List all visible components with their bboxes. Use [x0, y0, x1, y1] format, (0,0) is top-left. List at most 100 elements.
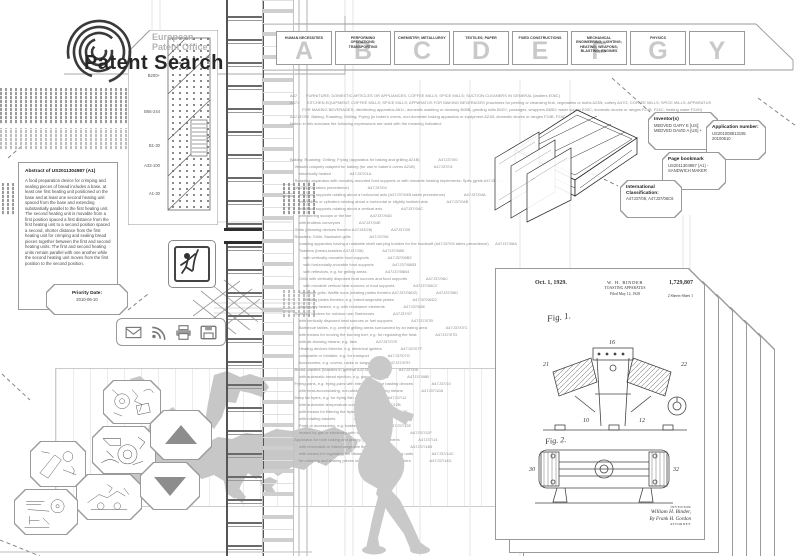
svg-text:22: 22 [681, 362, 687, 368]
row-strip [262, 0, 294, 556]
classification-line: Baking; Roasting; Grilling; Frying (appa… [290, 157, 458, 162]
classification-line: Grids (cleaning devices therefor A47J43/… [290, 227, 411, 232]
mail-icon[interactable] [125, 325, 142, 340]
classification-line: with rollers or cylinders rotating about… [290, 199, 469, 204]
classification-line: Toasters (bread-toasters A47J37/08) A47J… [290, 248, 404, 253]
barcode-band-1 [0, 88, 133, 124]
class-section-c[interactable]: C CHEMISTRY; METALLURGY [394, 31, 450, 65]
page-title: Patent Search [84, 52, 224, 74]
sig-attorney-label: ATTORNEY [669, 522, 691, 526]
save-icon[interactable] [200, 325, 217, 340]
classification-line: A47J KITCHEN EQUIPMENT; COFFEE MILLS; SP… [290, 100, 712, 105]
section-letter: F [591, 37, 607, 65]
inventors-label: Inventor(s) [654, 117, 679, 122]
inventors-value: MEDVED GARY E [US]; MEDVED DAVID A [US] … [654, 122, 702, 133]
classification-line: A47J37/00 Baking; Roasting; Grilling; Fr… [290, 114, 567, 119]
climber-pictogram-box [168, 240, 216, 288]
scale-label: B200+ [147, 73, 160, 78]
class-section-y[interactable]: Y [689, 31, 745, 65]
classification-line: collapsible or foldable, e.g. for transp… [290, 353, 410, 358]
org-name-line1: European [152, 32, 194, 42]
svg-text:32: 32 [672, 467, 679, 473]
classification-line: Accessories, e.g. covers, racks or tongs… [290, 360, 411, 365]
priority-date-label: Priority Date: [71, 291, 103, 296]
class-section-b[interactable]: B PERFORMING OPERATIONS; TRANSPORTING [335, 31, 391, 65]
scale-label: A33-100 [144, 163, 160, 168]
sig-attorney-name: By Frank H. Gordon [649, 517, 691, 522]
application-number-value: US201008813195 20100610 [712, 130, 746, 141]
result-thumbnail-5[interactable] [14, 489, 78, 535]
class-section-f[interactable]: F MECHANICAL ENGINEERING; LIGHTING; HEAT… [571, 31, 627, 65]
class-section-d[interactable]: D TEXTILES; PAPER [453, 31, 509, 65]
result-thumbnail-1[interactable] [103, 380, 161, 424]
svg-text:12: 12 [639, 418, 645, 424]
page-bookmark-value: US2011304987 (A1) - SANDWICH MAKER [668, 162, 709, 173]
classification-line: with movable vertical heat sources or fo… [290, 283, 438, 288]
class-section-a[interactable]: A HUMAN NECESSITIES [276, 31, 332, 65]
up-arrow-icon [165, 425, 197, 444]
section-letter: A [294, 37, 314, 65]
classification-line: Roasting apparatus with movably-mounted … [290, 178, 505, 183]
ladder-strip [226, 0, 264, 556]
section-label: HUMAN NECESSITIES [284, 36, 324, 40]
intl-classification-value: A47J37/06; A47J37/06C6 [626, 196, 674, 202]
classification-line: Notes: in this subclass the following ex… [290, 121, 442, 126]
section-label: PHYSICS [650, 36, 666, 40]
thumbnail-sketch [18, 493, 74, 531]
barcode-block-left [2, 183, 16, 215]
patent-doc-title: TOASTING APPARATUS [604, 286, 646, 290]
org-name: European Patent Office [152, 32, 208, 52]
patent-sheet-count: 2 Sheets-Sheet 1 [667, 294, 693, 298]
svg-text:21: 21 [543, 362, 549, 368]
patent-filed: Filed May 12, 1928 [610, 292, 640, 296]
ladder-dark-rung [224, 228, 262, 244]
scale-label: B1-30 [148, 143, 160, 148]
priority-date-value: 2010-06-10 [76, 296, 98, 302]
thumbnail-sketch [80, 478, 138, 516]
classification-line: Heating plates therefor, e.g. interchang… [290, 297, 437, 302]
classification-line: with endless conveyors A47J37/04E [290, 220, 381, 225]
svg-text:10: 10 [583, 418, 589, 424]
result-thumbnail-2[interactable] [92, 426, 156, 474]
thumbnail-sketch [107, 383, 157, 421]
patent-number: 1,729,807 [669, 280, 693, 286]
abstract-title: Abstract of US2011304987 (A1) [25, 169, 96, 174]
class-section-e[interactable]: E FIXED CONSTRUCTIONS [512, 31, 568, 65]
scroll-up-button[interactable] [150, 410, 212, 460]
classification-line: with stirring scoops or the like A47J37/… [290, 213, 393, 218]
intl-classification-label: International Classification: [626, 185, 659, 196]
climbing-person-icon [180, 249, 199, 274]
abstract-body: A food preparation device for crimping a… [25, 178, 111, 266]
classification-intro: A47 FURNITURE; DOMESTIC ARTICLES OR APPL… [290, 92, 795, 154]
classification-line: (A47J37/06 takes precedence) A47J37/04 [290, 185, 387, 190]
down-arrow-icon [154, 477, 186, 496]
print-icon[interactable] [175, 324, 192, 340]
scale-label: B65-244 [144, 109, 160, 114]
classification-line: with food supports rotating about a hori… [290, 192, 486, 197]
classification-line: with vertically disposed heat sources or… [290, 318, 433, 323]
result-thumbnail-3[interactable] [30, 441, 86, 487]
result-thumbnail-4[interactable] [76, 474, 142, 520]
scroll-down-button[interactable] [140, 462, 200, 510]
patent-date: Oct. 1, 1929. [535, 280, 567, 286]
section-letter: E [531, 37, 549, 65]
section-letter: D [471, 37, 491, 65]
section-letter: C [412, 37, 432, 65]
application-number-label: Application number: [712, 125, 759, 130]
rss-icon[interactable] [150, 325, 167, 340]
intl-classification-box: International Classification: A47J37/06;… [620, 180, 682, 218]
classification-line: electrically heated A47J37/01A [290, 171, 372, 176]
person-silhouette [354, 356, 430, 555]
section-label: CHEMISTRY; METALLURGY [398, 36, 446, 40]
classification-line: Sandwich grills; Waffle irons (heating p… [290, 290, 459, 295]
section-letter: G [648, 37, 668, 65]
scale-label: A1-30 [148, 191, 160, 196]
section-label: PERFORMING OPERATIONS; TRANSPORTING [348, 36, 378, 49]
class-section-g[interactable]: G PHYSICS [630, 31, 686, 65]
section-letter: Y [708, 37, 726, 65]
patent-sheet-front[interactable]: Oct. 1, 1929. W. H. BINDER TOASTING APPA… [495, 268, 705, 540]
document-toolbar [116, 318, 226, 346]
barcode-band-2 [0, 128, 140, 150]
